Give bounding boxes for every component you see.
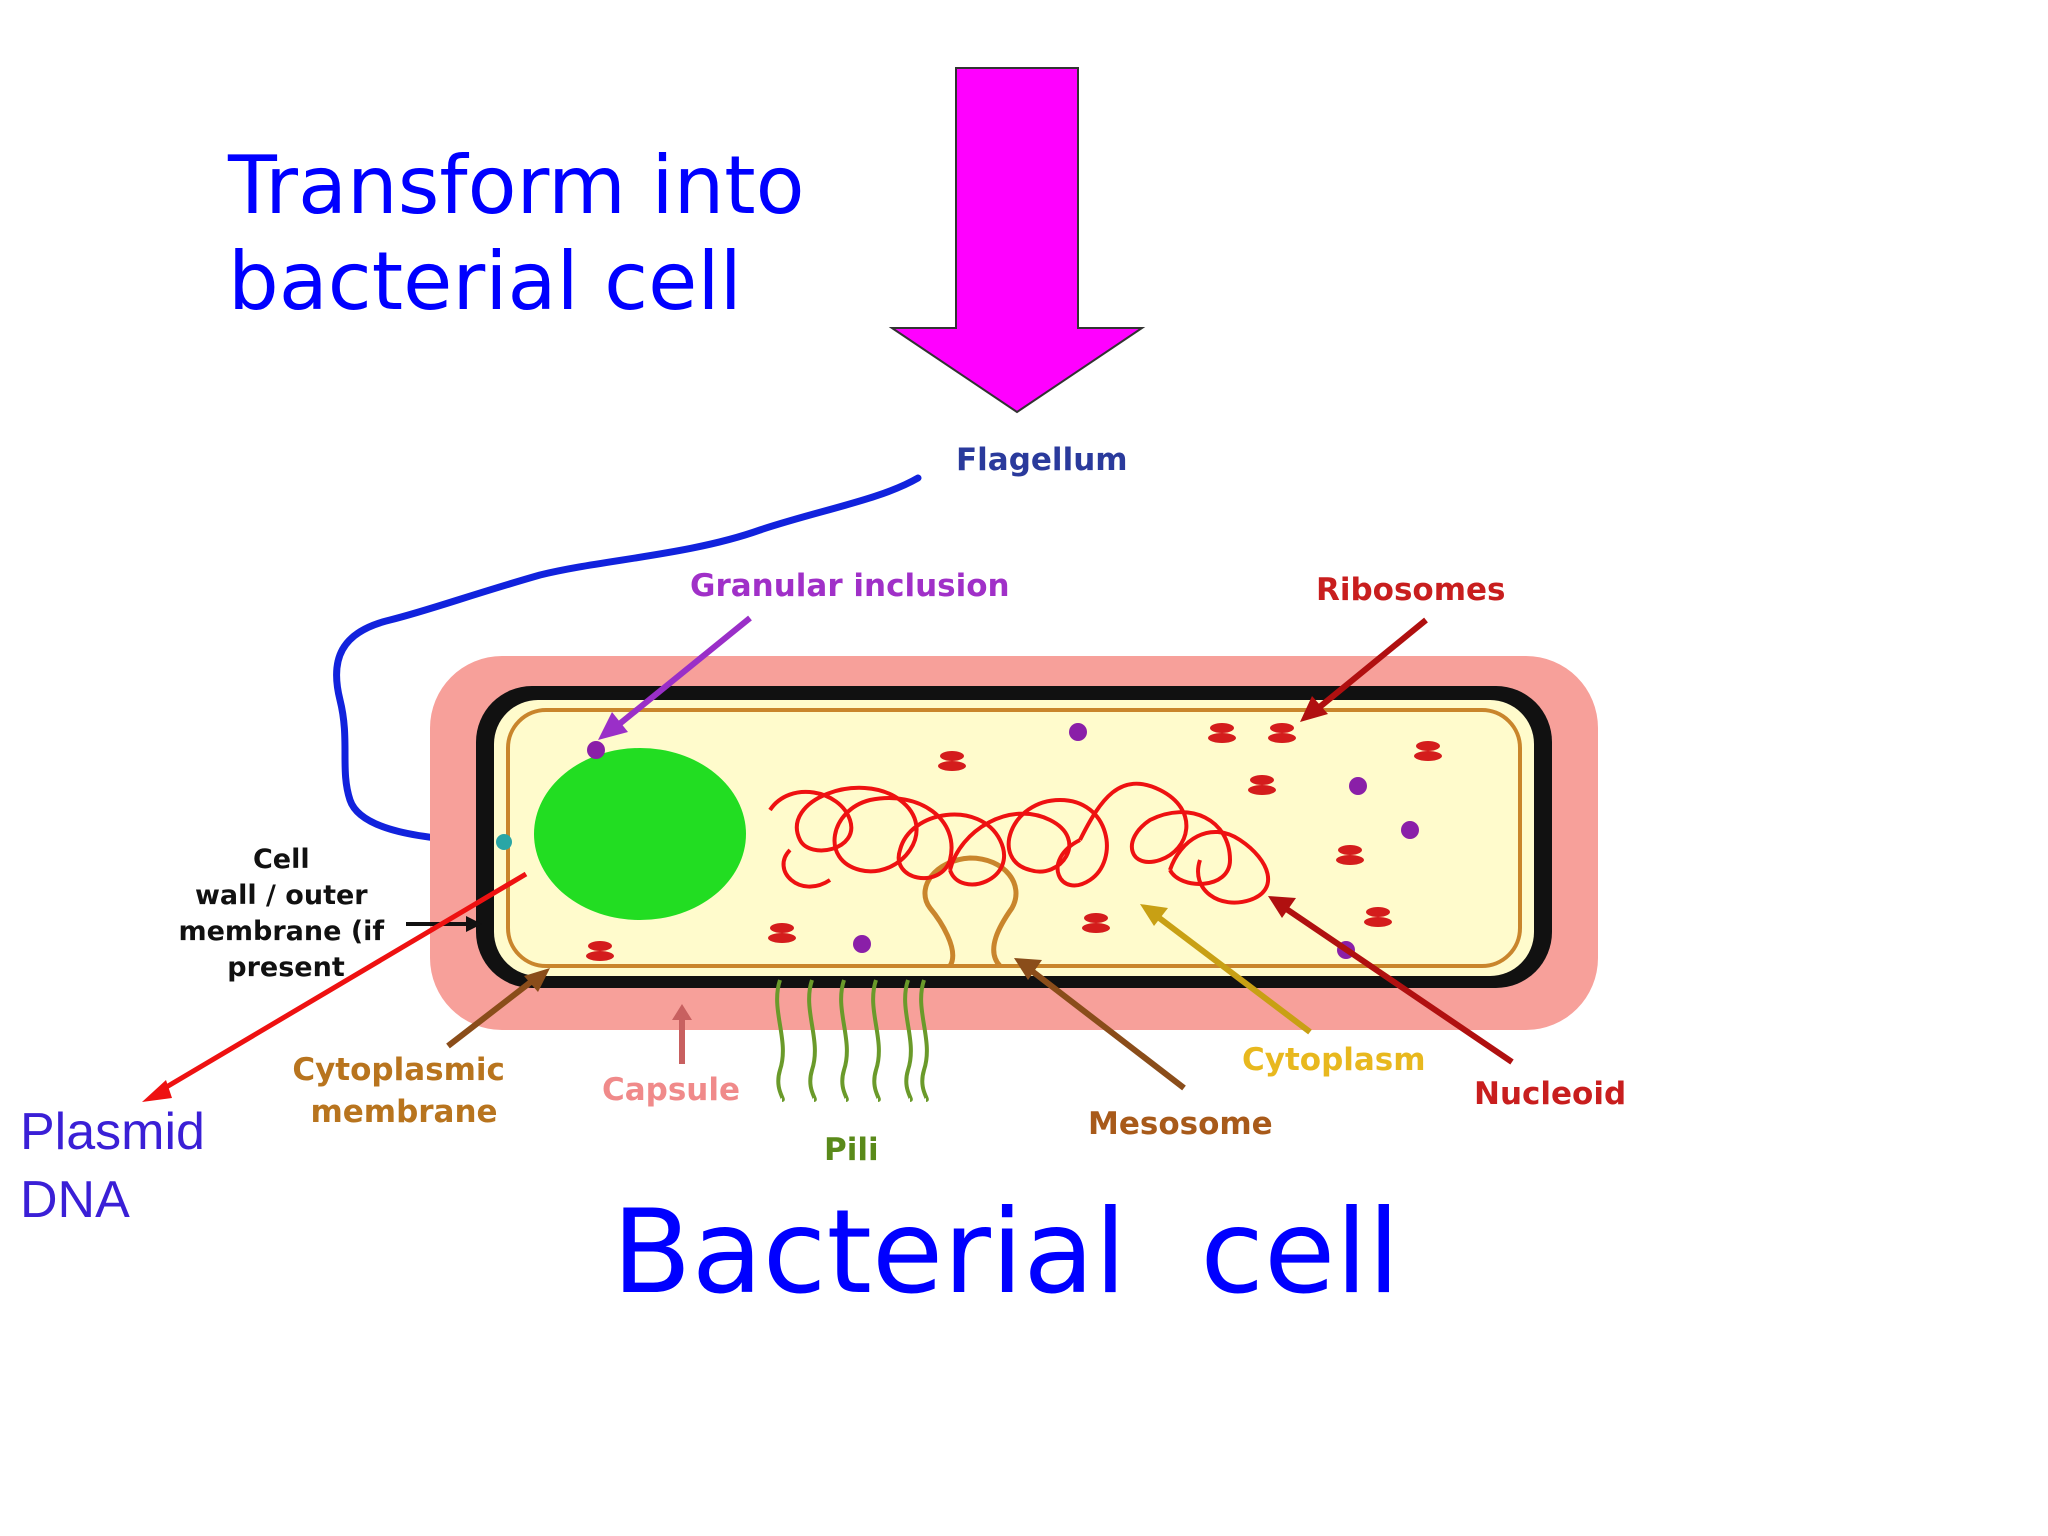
label-pointers xyxy=(142,615,1514,1102)
slide-heading: Transform into bacterial cell xyxy=(228,139,805,328)
label-cytoplasmic-membrane: Cytoplasmic membrane xyxy=(292,1052,515,1130)
transform-arrow xyxy=(888,67,1146,414)
slide-caption: Bacterial cell xyxy=(612,1185,1400,1320)
pili xyxy=(775,979,929,1102)
label-mesosome: Mesosome xyxy=(1088,1106,1273,1142)
label-cytoplasm: Cytoplasm xyxy=(1242,1042,1426,1078)
label-capsule: Capsule xyxy=(602,1072,740,1108)
plasmid-dna-label: Plasmid DNA xyxy=(20,1103,205,1229)
label-granular-inclusion: Granular inclusion xyxy=(690,568,1010,604)
mesosome xyxy=(922,855,1019,968)
ribosomes xyxy=(586,723,1442,961)
label-cell-wall: Cell wall / outer membrane (if present xyxy=(178,844,393,983)
label-nucleoid: Nucleoid xyxy=(1474,1076,1626,1112)
label-ribosomes: Ribosomes xyxy=(1316,572,1506,608)
flagellum xyxy=(333,474,922,846)
plasmid-dna xyxy=(534,748,746,920)
nucleoid-dna xyxy=(768,781,1271,905)
label-pili: Pili xyxy=(824,1132,879,1168)
flagellum-basal-body xyxy=(496,834,512,850)
cytoplasm xyxy=(494,700,1534,976)
label-flagellum: Flagellum xyxy=(956,442,1128,478)
